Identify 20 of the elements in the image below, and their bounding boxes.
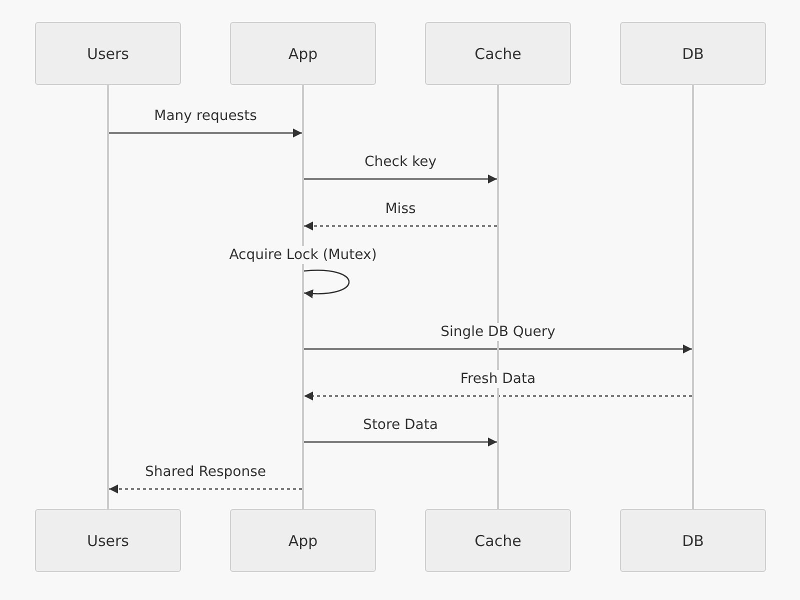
participant-box: Cache bbox=[425, 22, 571, 85]
self-message-arrow bbox=[304, 270, 350, 298]
message-arrow bbox=[304, 344, 692, 354]
participant-box: Users bbox=[35, 509, 181, 572]
participant-box: App bbox=[230, 509, 376, 572]
participant-box: Cache bbox=[425, 509, 571, 572]
message-arrow bbox=[109, 484, 302, 494]
lifeline bbox=[692, 85, 694, 509]
message-arrow bbox=[304, 222, 497, 230]
message-arrow bbox=[109, 128, 302, 138]
participant-box: Users bbox=[35, 22, 181, 85]
lifeline bbox=[302, 85, 304, 509]
lifeline bbox=[497, 85, 499, 509]
participant-box: DB bbox=[620, 22, 766, 85]
message-arrow bbox=[304, 392, 692, 400]
message-arrow bbox=[304, 438, 497, 446]
lifeline bbox=[107, 85, 109, 509]
message-arrow bbox=[304, 174, 497, 184]
participant-box: DB bbox=[620, 509, 766, 572]
participant-box: App bbox=[230, 22, 376, 85]
